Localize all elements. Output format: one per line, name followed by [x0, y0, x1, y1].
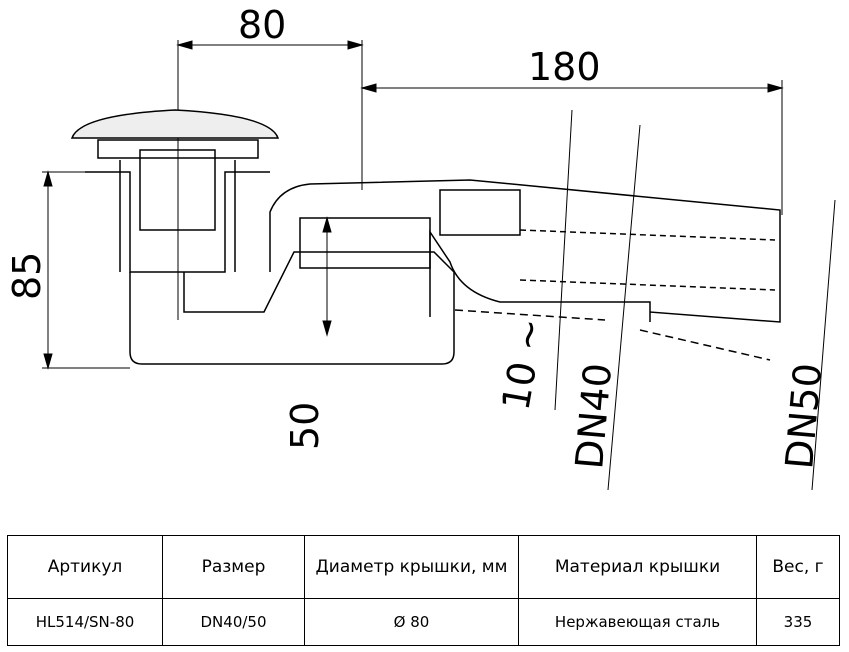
dn50-line	[811, 199, 836, 491]
dn40-line	[607, 124, 641, 491]
header-cover-material: Материал крышки	[518, 535, 757, 599]
dn50-label: DN50	[777, 361, 830, 470]
dimension-85-label: 85	[5, 252, 49, 300]
slope-label: 10 ~	[494, 315, 553, 414]
slope-line	[554, 109, 573, 411]
drain-body	[70, 109, 781, 365]
dimension-80-label: 80	[238, 3, 286, 47]
cell-cover-diameter: Ø 80	[304, 598, 519, 646]
table-row: HL514/SN-80 DN40/50 Ø 80 Нержавеющая ста…	[7, 598, 840, 646]
cell-weight: 335	[756, 598, 840, 646]
dimension-180	[360, 80, 784, 215]
header-cover-diameter: Диаметр крышки, мм	[304, 535, 519, 599]
technical-drawing: 80 180 85 50 10 ~ DN40 DN50	[5, 3, 836, 491]
dimension-50-label: 50	[283, 402, 327, 450]
header-size: Размер	[162, 535, 305, 599]
header-weight: Вес, г	[756, 535, 840, 599]
cell-cover-material: Нержавеющая сталь	[518, 598, 757, 646]
dimension-50	[322, 216, 332, 337]
cell-article: HL514/SN-80	[7, 598, 163, 646]
dimension-80	[176, 40, 364, 320]
header-article: Артикул	[7, 535, 163, 599]
dn40-label: DN40	[567, 361, 620, 470]
dimension-180-label: 180	[528, 45, 601, 89]
spec-table: Артикул Размер Диаметр крышки, мм Матери…	[7, 535, 840, 646]
dimension-85	[42, 170, 130, 370]
table-header-row: Артикул Размер Диаметр крышки, мм Матери…	[7, 535, 840, 599]
cell-size: DN40/50	[162, 598, 305, 646]
